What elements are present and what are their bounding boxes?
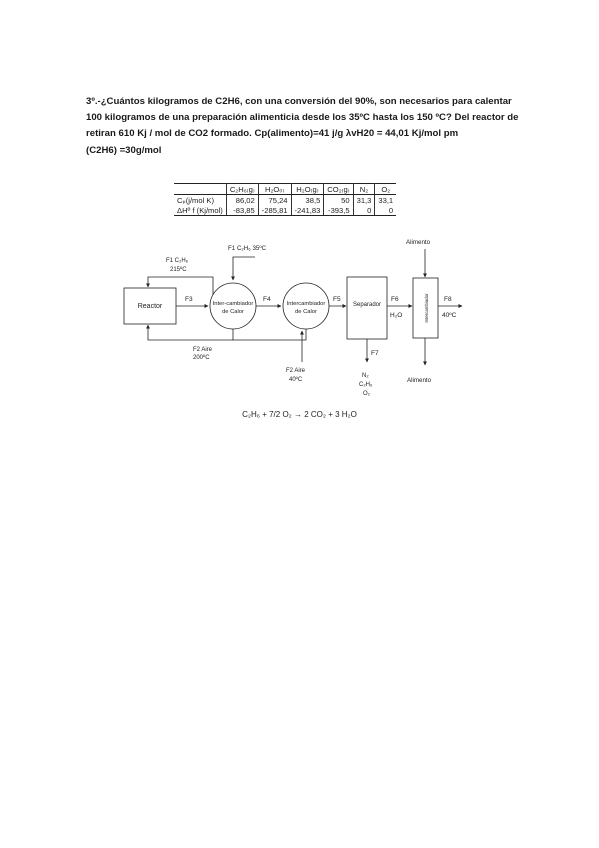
hx2-label-line2: de Calor: [295, 309, 317, 315]
table-header: CO₂₍g₎: [323, 183, 354, 195]
f2-in-label-line1: F2 Aire: [286, 368, 306, 374]
f4-label: F4: [263, 296, 271, 303]
table-cell: 50: [323, 194, 354, 205]
stream-f1-to-reactor: [146, 276, 214, 295]
table-cell: Cₚ(j/mol K): [174, 194, 227, 205]
table-header-row: C₂H₆₍g₎ H₂O₍ₗ₎ H₂O₍g₎ CO₂₍g₎ N₂ O₂: [174, 183, 397, 195]
product-exchanger-label: Intercambiador: [424, 293, 429, 323]
problem-line: (C2H6) =30g/mol: [86, 144, 162, 156]
separator-label: Separador: [353, 302, 381, 308]
table-row: Cₚ(j/mol K) 86,02 75,24 38,5 50 31,3 33,…: [174, 194, 396, 205]
f1-left-label-line1: F1 C₂H₆: [166, 258, 189, 264]
f1-left-label-line2: 215ºC: [170, 266, 187, 273]
table-cell: 0: [353, 205, 376, 216]
f1-top-label: F1 C₂H₆ 35ºC: [228, 245, 267, 252]
problem-line: 3º.-¿Cuántos kilogramos de C2H6, con una…: [86, 96, 512, 107]
table-cell: -241,83: [291, 205, 325, 216]
reaction-equation: C₂H₆ + 7/2 O₂ → 2 CO₂ + 3 H₂O: [242, 410, 357, 419]
f7-comp-o2: O₂: [363, 391, 371, 397]
problem-line: 100 kilogramos de una preparación alimen…: [86, 112, 519, 124]
problem-line: retiran 610 Kj / mol de CO2 formado. Cp(…: [86, 128, 459, 140]
table-cell: 38,5: [291, 194, 325, 205]
reactor-label: Reactor: [138, 303, 163, 310]
stream-f2-link: [233, 329, 307, 341]
f8-label: F8: [444, 296, 452, 303]
stream-f2-return: [146, 324, 234, 341]
hx1-label-line1: Inter-cambiador: [213, 301, 254, 307]
product-exchanger-box: [412, 277, 439, 339]
f8-temperature: 40ºC: [442, 312, 457, 319]
separator-box: [346, 276, 388, 340]
f7-comp-c2h6: C₂H₆: [359, 382, 373, 388]
properties-table: C₂H₆₍g₎ H₂O₍ₗ₎ H₂O₍g₎ CO₂₍g₎ N₂ O₂ Cₚ(j/…: [174, 183, 397, 216]
f7-label: F7: [371, 350, 379, 357]
table-cell: -393,5: [323, 205, 354, 216]
hx2-label-line1: Intercambiador: [287, 301, 326, 307]
table-cell: 0: [374, 205, 397, 216]
table-header: H₂O₍ₗ₎: [258, 183, 292, 195]
f3-label: F3: [185, 296, 193, 303]
table-cell: -285,81: [258, 205, 292, 216]
food-in-label: Alimento: [406, 239, 431, 246]
f5-label: F5: [333, 296, 341, 303]
table-header: N₂: [353, 183, 376, 195]
f2-in-label-line2: 40ºC: [289, 376, 303, 383]
table-header: [174, 183, 227, 195]
table-cell: -83,85: [226, 205, 259, 216]
table-cell: 33,1: [378, 195, 394, 205]
food-out-label: Alimento: [407, 377, 432, 384]
table-header: C₂H₆₍g₎: [226, 183, 259, 195]
f6-label: F6: [391, 296, 399, 303]
f7-comp-n2: N₂: [362, 373, 369, 379]
table-cell: ΔHº f (Kj/mol): [174, 205, 227, 216]
f6-composition: H₂O: [390, 312, 402, 319]
stream-f1-feed: [231, 256, 255, 281]
hx1-label-line2: de Calor: [222, 309, 244, 315]
f2-return-label-line1: F2 Aire: [193, 347, 213, 353]
table-cell: 31,3: [353, 194, 376, 205]
table-cell: 75,24: [258, 194, 292, 205]
table-header: O₂: [374, 183, 397, 195]
table-header: H₂O₍g₎: [291, 183, 325, 195]
problem-statement: 3º.-¿Cuántos kilogramos de C2H6, con una…: [86, 94, 526, 159]
table-row: ΔHº f (Kj/mol) -83,85 -285,81 -241,83 -3…: [174, 205, 397, 216]
table-cell: 86,02: [226, 194, 259, 205]
f2-return-label-line2: 200ºC: [193, 354, 210, 361]
